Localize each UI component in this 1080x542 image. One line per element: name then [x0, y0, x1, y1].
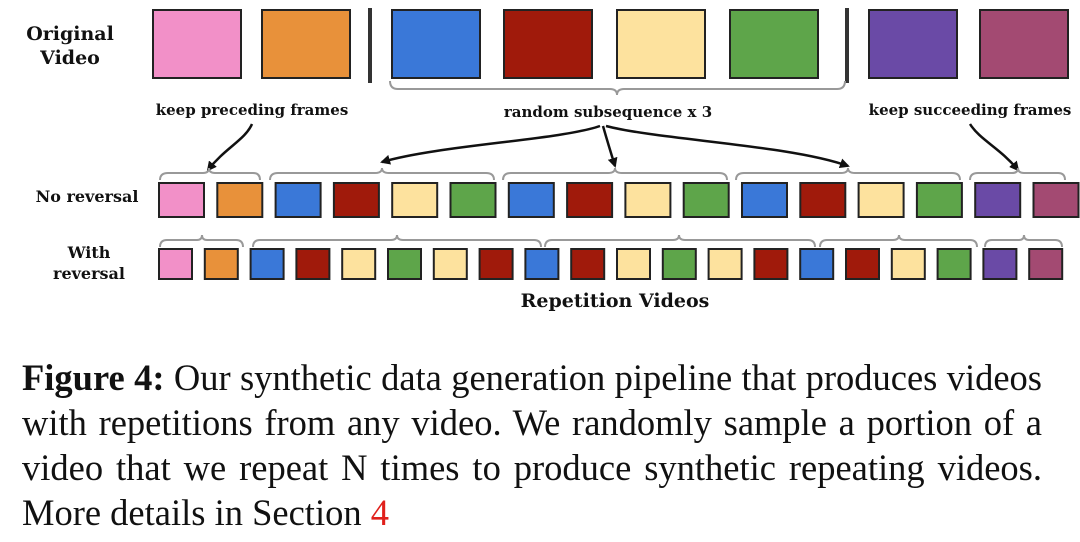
no-reversal-frame-11-blue: [741, 182, 788, 218]
no-reversal-frame-1-pink: [158, 182, 205, 218]
no-reversal-frame-12-darkred: [799, 182, 847, 218]
with-reversal-frame-14-darkred: [753, 248, 789, 280]
arrow-preceding: [206, 123, 254, 172]
no-reversal-frame-3-blue: [274, 182, 322, 218]
no-reversal-label: No reversal: [36, 187, 139, 206]
with-reversal-frame-9-blue: [524, 248, 560, 280]
with-reversal-label-line1: With: [67, 243, 111, 262]
with-reversal-frames: [158, 248, 1064, 280]
no-reversal-frame-7-blue: [507, 182, 555, 218]
no-reversal-frame-15-purple: [974, 182, 1022, 218]
with-reversal-frame-13-cream: [707, 248, 743, 280]
with-reversal-frame-5-cream: [341, 248, 377, 280]
no-reversal-frame-5-cream: [391, 182, 439, 218]
repetition-videos-label: Repetition Videos: [521, 290, 710, 312]
original-frame-8-plum: [979, 9, 1069, 79]
with-reversal-frame-6-green: [387, 248, 422, 280]
arrow-subsequence-3: [605, 124, 850, 168]
with-reversal-label-line2: reversal: [53, 264, 125, 283]
original-frame-1-pink: [152, 9, 242, 79]
section-reference-link[interactable]: 4: [370, 492, 389, 533]
with-reversal-frame-19-purple: [982, 248, 1018, 280]
with-reversal-frame-2-orange: [203, 248, 239, 280]
with-reversal-frame-17-cream: [890, 248, 926, 280]
original-frame-3-blue: [391, 9, 481, 79]
with-reversal-frame-11-cream: [616, 248, 651, 280]
pipeline-diagram: Original Video No reversal With reversal…: [26, 8, 1080, 312]
with-reversal-frame-4-darkred: [295, 248, 331, 280]
with-reversal-frame-15-blue: [799, 248, 835, 280]
original-video-frames: [152, 9, 1069, 79]
arrow-subsequence-2: [601, 125, 618, 168]
original-frame-5-cream: [616, 9, 706, 79]
original-video-label-line1: Original: [26, 23, 114, 45]
no-reversal-frame-14-green: [915, 182, 963, 218]
no-reversal-frame-10-green: [682, 182, 730, 218]
with-reversal-frame-12-green: [661, 248, 697, 280]
caption-text: Our synthetic data generation pipeline t…: [22, 357, 1042, 533]
with-reversal-frame-3-blue: [249, 248, 285, 280]
figure-caption: Figure 4: Our synthetic data generation …: [22, 355, 1042, 535]
figure-label: Figure 4:: [22, 357, 165, 398]
with-reversal-frame-16-darkred: [845, 248, 880, 280]
keep-succeeding-label: keep succeeding frames: [869, 101, 1072, 119]
with-reversal-frame-7-cream: [432, 248, 468, 280]
no-reversal-frame-8-darkred: [566, 182, 614, 218]
with-reversal-braces: [159, 234, 1063, 248]
with-reversal-frame-1-pink: [158, 248, 193, 280]
subsequence-brace: [389, 80, 846, 96]
with-reversal-frame-18-green: [936, 248, 972, 280]
no-reversal-frame-2-orange: [216, 182, 264, 218]
with-reversal-frame-8-darkred: [478, 248, 514, 280]
with-reversal-frame-10-darkred: [570, 248, 606, 280]
original-frame-2-orange: [261, 9, 351, 79]
original-video-label-line2: Video: [39, 47, 100, 69]
no-reversal-frame-16-plum: [1032, 182, 1080, 218]
no-reversal-frame-6-green: [449, 182, 497, 218]
with-reversal-frame-20-plum: [1028, 248, 1064, 280]
no-reversal-braces: [159, 167, 1066, 181]
no-reversal-frame-9-cream: [624, 182, 672, 218]
random-subsequence-label: random subsequence x 3: [504, 103, 712, 121]
original-frame-7-purple: [868, 9, 958, 79]
keep-preceding-label: keep preceding frames: [156, 101, 349, 119]
no-reversal-frame-4-darkred: [332, 182, 380, 218]
no-reversal-frame-13-cream: [857, 182, 905, 218]
arrow-subsequence-1: [380, 124, 601, 165]
original-frame-4-darkred: [503, 9, 593, 79]
no-reversal-frames: [158, 182, 1080, 218]
original-frame-6-green: [729, 9, 819, 79]
arrow-succeeding: [968, 123, 1020, 172]
